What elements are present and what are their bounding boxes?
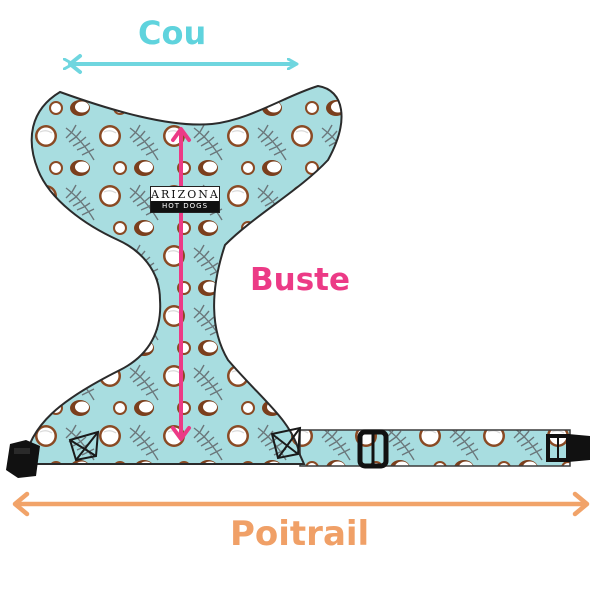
d-ring-icon bbox=[68, 426, 302, 462]
brand-logo: ARIZONA HOT DOGS bbox=[150, 186, 220, 213]
buckle-icon bbox=[546, 434, 590, 462]
chest-label: Buste bbox=[250, 262, 350, 298]
girth-label: Poitrail bbox=[230, 514, 370, 554]
buckle-icon bbox=[6, 440, 40, 478]
brand-logo-line1: ARIZONA bbox=[151, 188, 220, 201]
brand-logo-line2: HOT DOGS bbox=[151, 201, 219, 212]
neck-label: Cou bbox=[138, 14, 207, 52]
slider-buckle-icon bbox=[357, 429, 389, 469]
harness-strap bbox=[299, 429, 571, 467]
